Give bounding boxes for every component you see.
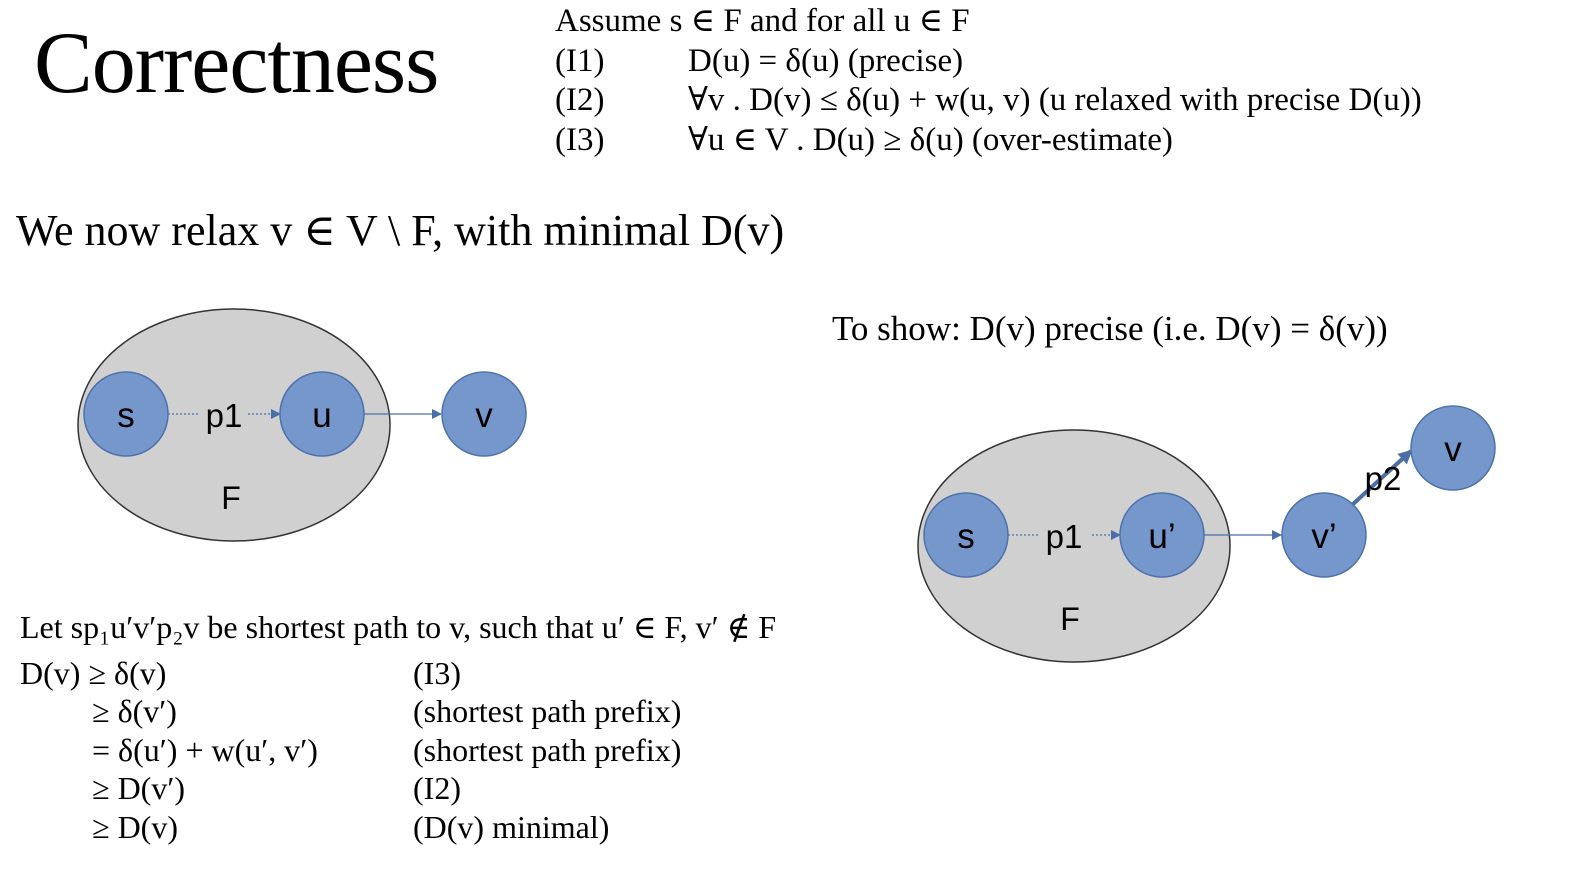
diagram-left: F p1 s u v: [77, 308, 527, 542]
assume-line: Assume s ∈ F and for all u ∈ F: [555, 3, 970, 39]
let-statement: Let sp₁u′v′p₂v be shortest path to v, su…: [20, 609, 777, 645]
proof-justification: (D(v) minimal): [413, 808, 610, 845]
node-u: [279, 371, 365, 457]
node-label-v-prime: v’: [1311, 517, 1336, 556]
node-label-u: u: [312, 396, 331, 435]
path-edge-p2: [1350, 449, 1413, 507]
relax-statement: We now relax v ∈ V \ F, with minimal D(v…: [16, 206, 785, 255]
slide-title: Correctness: [34, 15, 439, 112]
proof-expression: ≥ δ(v′): [92, 693, 177, 730]
edge-label-p1: p1: [206, 397, 243, 434]
node-label-v: v: [475, 396, 493, 435]
invariant-i3: (I3) ∀u ∈ V . D(u) ≥ δ(u) (over-estimate…: [555, 121, 1173, 161]
proof-justification: (I3): [413, 655, 461, 691]
invariant-label: (I1): [555, 42, 605, 79]
node-label-v: v: [1444, 430, 1462, 469]
node-s: [923, 492, 1009, 578]
edge-label-bg: [1038, 517, 1090, 553]
node-label-u-prime: u’: [1148, 517, 1175, 556]
assumptions-block: Assume s ∈ F and for all u ∈ F (I1) D(u)…: [555, 2, 1422, 161]
edge-label-bg: [198, 396, 248, 432]
node-v-prime: [1281, 492, 1367, 578]
proof-expression: = δ(u′) + w(u′, v′): [92, 731, 318, 768]
invariant-text: ∀u ∈ V . D(u) ≥ δ(u) (over-estimate): [688, 121, 1173, 158]
node-label-s: s: [957, 517, 975, 556]
node-u-prime: [1119, 492, 1205, 578]
invariant-i2: (I2) ∀v . D(v) ≤ δ(u) + w(u, v) (u relax…: [555, 81, 1422, 121]
invariant-label: (I2): [555, 82, 605, 118]
region-label-f: F: [1060, 601, 1080, 637]
proof-justification: (shortest path prefix): [413, 731, 682, 768]
invariant-text: ∀v . D(v) ≤ δ(u) + w(u, v) (u relaxed wi…: [688, 82, 1422, 118]
invariant-label: (I3): [555, 121, 605, 158]
region-label-f: F: [221, 480, 241, 516]
to-show-statement: To show: D(v) precise (i.e. D(v) = δ(v)): [832, 309, 1388, 348]
edge-label-p2: p2: [1365, 460, 1402, 497]
node-v: [441, 371, 527, 457]
proof-expression: ≥ D(v′): [92, 770, 185, 807]
node-s: [83, 371, 169, 457]
node-label-s: s: [117, 396, 135, 435]
invariant-i1: (I1) D(u) = δ(u) (precise): [555, 42, 970, 82]
proof-justification: (shortest path prefix): [413, 693, 682, 730]
edge-label-p1: p1: [1046, 518, 1083, 555]
invariant-text: D(u) = δ(u) (precise): [688, 42, 964, 79]
node-v: [1410, 405, 1496, 491]
proof-expression: D(v) ≥ δ(v): [20, 655, 167, 691]
diagram-right: F p1 s u’ v’ v p2: [917, 405, 1496, 663]
proof-expression: ≥ D(v): [92, 808, 178, 845]
proof-justification: (I2): [413, 770, 461, 807]
